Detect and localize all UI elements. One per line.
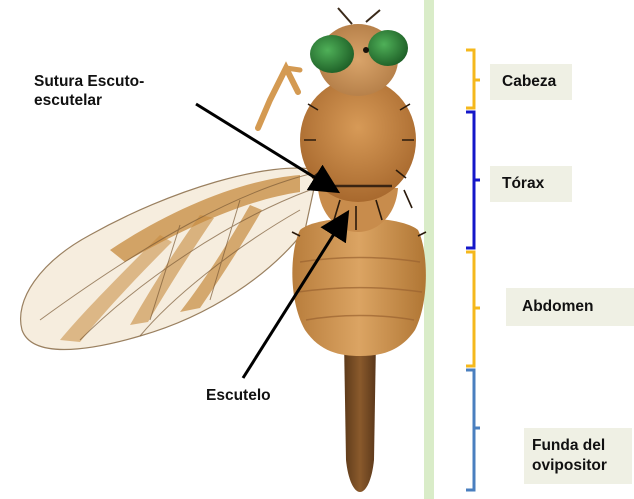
bracket-head <box>466 50 480 108</box>
fly-eye-right <box>368 30 408 66</box>
label-ovipositor-line1: Funda del <box>532 436 607 456</box>
fly-eye-left <box>310 35 354 73</box>
suture-label: Sutura Escuto- escutelar <box>34 72 144 111</box>
ovipositor-sheath <box>344 340 376 492</box>
label-abdomen-text: Abdomen <box>522 297 593 317</box>
suture-label-line1: Sutura Escuto- <box>34 72 144 91</box>
fly-thorax <box>300 78 416 202</box>
bracket-thorax <box>466 112 480 248</box>
label-ovipositor-line2: ovipositor <box>532 456 607 476</box>
suture-label-line2: escutelar <box>34 91 144 110</box>
divider-strip <box>424 0 434 499</box>
antenna <box>338 8 380 24</box>
label-thorax-text: Tórax <box>502 174 544 194</box>
scutellum-label: Escutelo <box>206 386 271 405</box>
bracket-ovipositor <box>466 370 480 490</box>
label-abdomen: Abdomen <box>506 288 634 326</box>
label-ovipositor: Funda del ovipositor <box>524 428 632 484</box>
label-thorax: Tórax <box>490 166 572 202</box>
bracket-abdomen <box>466 252 480 366</box>
label-head: Cabeza <box>490 64 572 100</box>
label-head-text: Cabeza <box>502 72 556 92</box>
fly-leg <box>258 68 298 128</box>
